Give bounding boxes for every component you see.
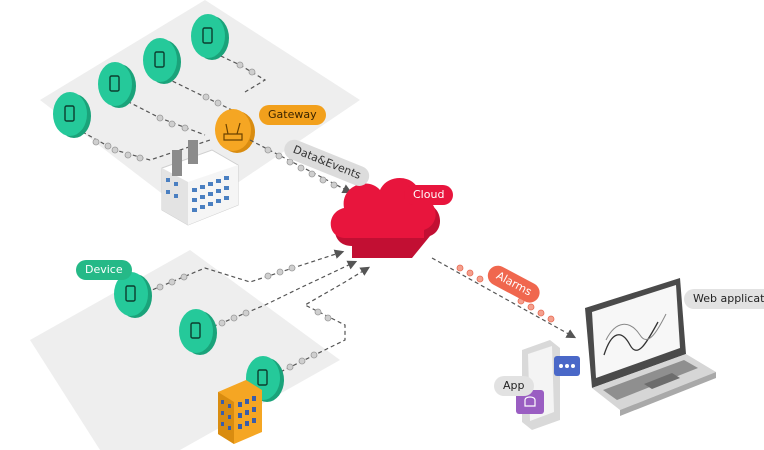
web-application-label: Web application [684, 289, 764, 309]
bell-icon [516, 390, 544, 414]
building-wire-nodes [156, 264, 332, 371]
factory-building [161, 140, 239, 226]
device-node [191, 14, 229, 60]
device-node [114, 272, 152, 318]
cloud-label: Cloud [404, 185, 454, 205]
office-building [218, 380, 262, 444]
factory-site-platform [40, 0, 360, 215]
device-node [53, 92, 91, 138]
cloud-client-link [431, 257, 577, 339]
gateway-cloud-link [249, 139, 353, 194]
mobile-app-icon [516, 340, 580, 430]
gateway-label: Gateway [259, 105, 326, 125]
app-label: App [494, 376, 534, 396]
device-label: Device [76, 260, 132, 280]
gateway-node [215, 109, 255, 153]
device-node [98, 62, 136, 108]
factory-wire-nodes [92, 61, 256, 162]
device-node [143, 38, 181, 84]
device-node [179, 309, 217, 355]
laptop-icon [585, 278, 716, 416]
